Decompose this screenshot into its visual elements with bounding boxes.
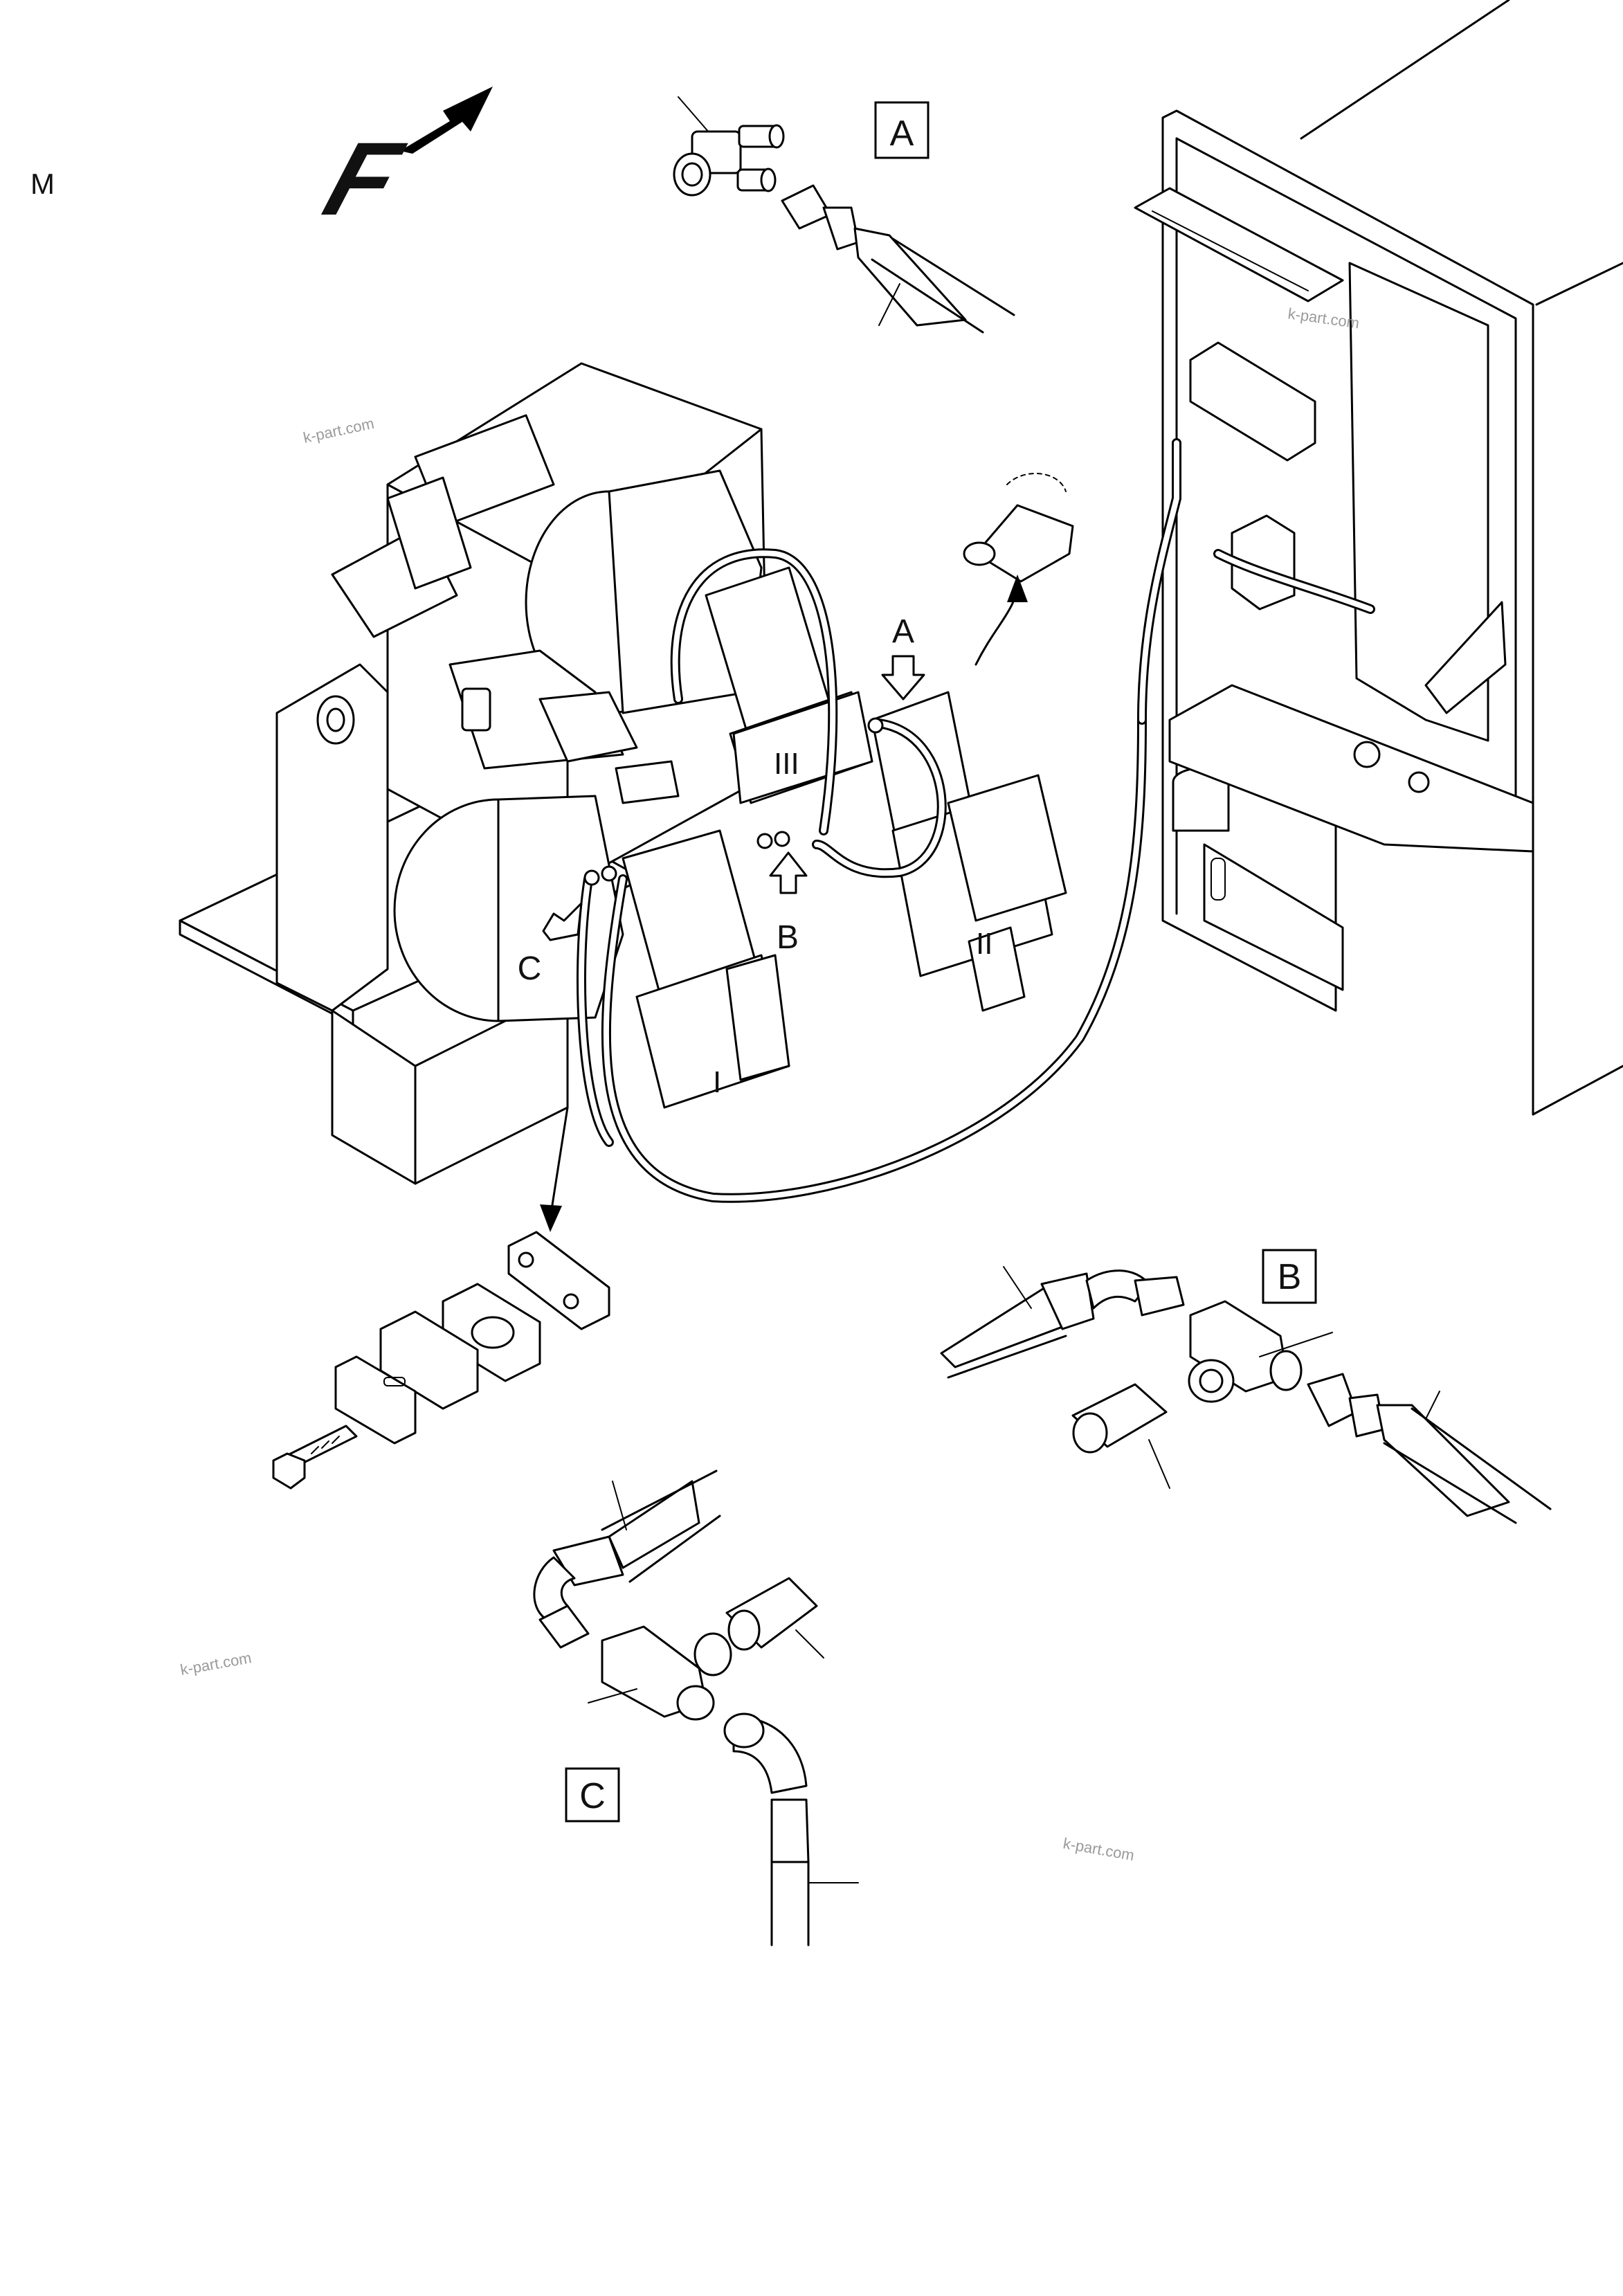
view-label-b: B <box>1278 1257 1302 1297</box>
view-label-c: C <box>579 1776 606 1816</box>
direction-arrow-icon <box>400 87 493 154</box>
corner-label: M <box>30 168 55 200</box>
callout-label-b: B <box>777 919 799 956</box>
callout-label-c: C <box>518 950 542 987</box>
view-box-b <box>1262 1249 1317 1304</box>
quick-coupler-a <box>963 473 1074 666</box>
unit-numeral-two: II <box>976 927 992 961</box>
view-box-a <box>874 101 930 159</box>
unit-numeral-three: III <box>774 747 799 781</box>
detail-c: C <box>533 1470 859 1946</box>
leader-line <box>678 96 710 134</box>
hose-assembly-a <box>781 184 1015 334</box>
callout-arrow-c: C <box>518 902 583 987</box>
watermark: k-part.com <box>302 415 376 446</box>
pointer-arrow-icon <box>540 1204 562 1232</box>
front-direction-indicator: F <box>312 87 493 237</box>
detail-b: B <box>940 1249 1552 1524</box>
main-assembly: I III II A B C <box>179 362 1147 1232</box>
control-cabinet <box>1134 0 1623 1116</box>
view-box-c <box>565 1767 620 1823</box>
detail-a: A <box>673 96 1015 334</box>
callout-arrow-a: A <box>881 613 925 700</box>
direction-letter: F <box>312 121 416 237</box>
clamp-assembly <box>272 1231 610 1490</box>
watermark: k-part.com <box>179 1649 253 1679</box>
callout-label-a: A <box>892 613 914 650</box>
watermark: k-part.com <box>1062 1834 1136 1864</box>
view-label-a: A <box>890 114 914 154</box>
unit-numeral-one: I <box>713 1065 721 1099</box>
callout-arrow-b: B <box>769 851 808 956</box>
